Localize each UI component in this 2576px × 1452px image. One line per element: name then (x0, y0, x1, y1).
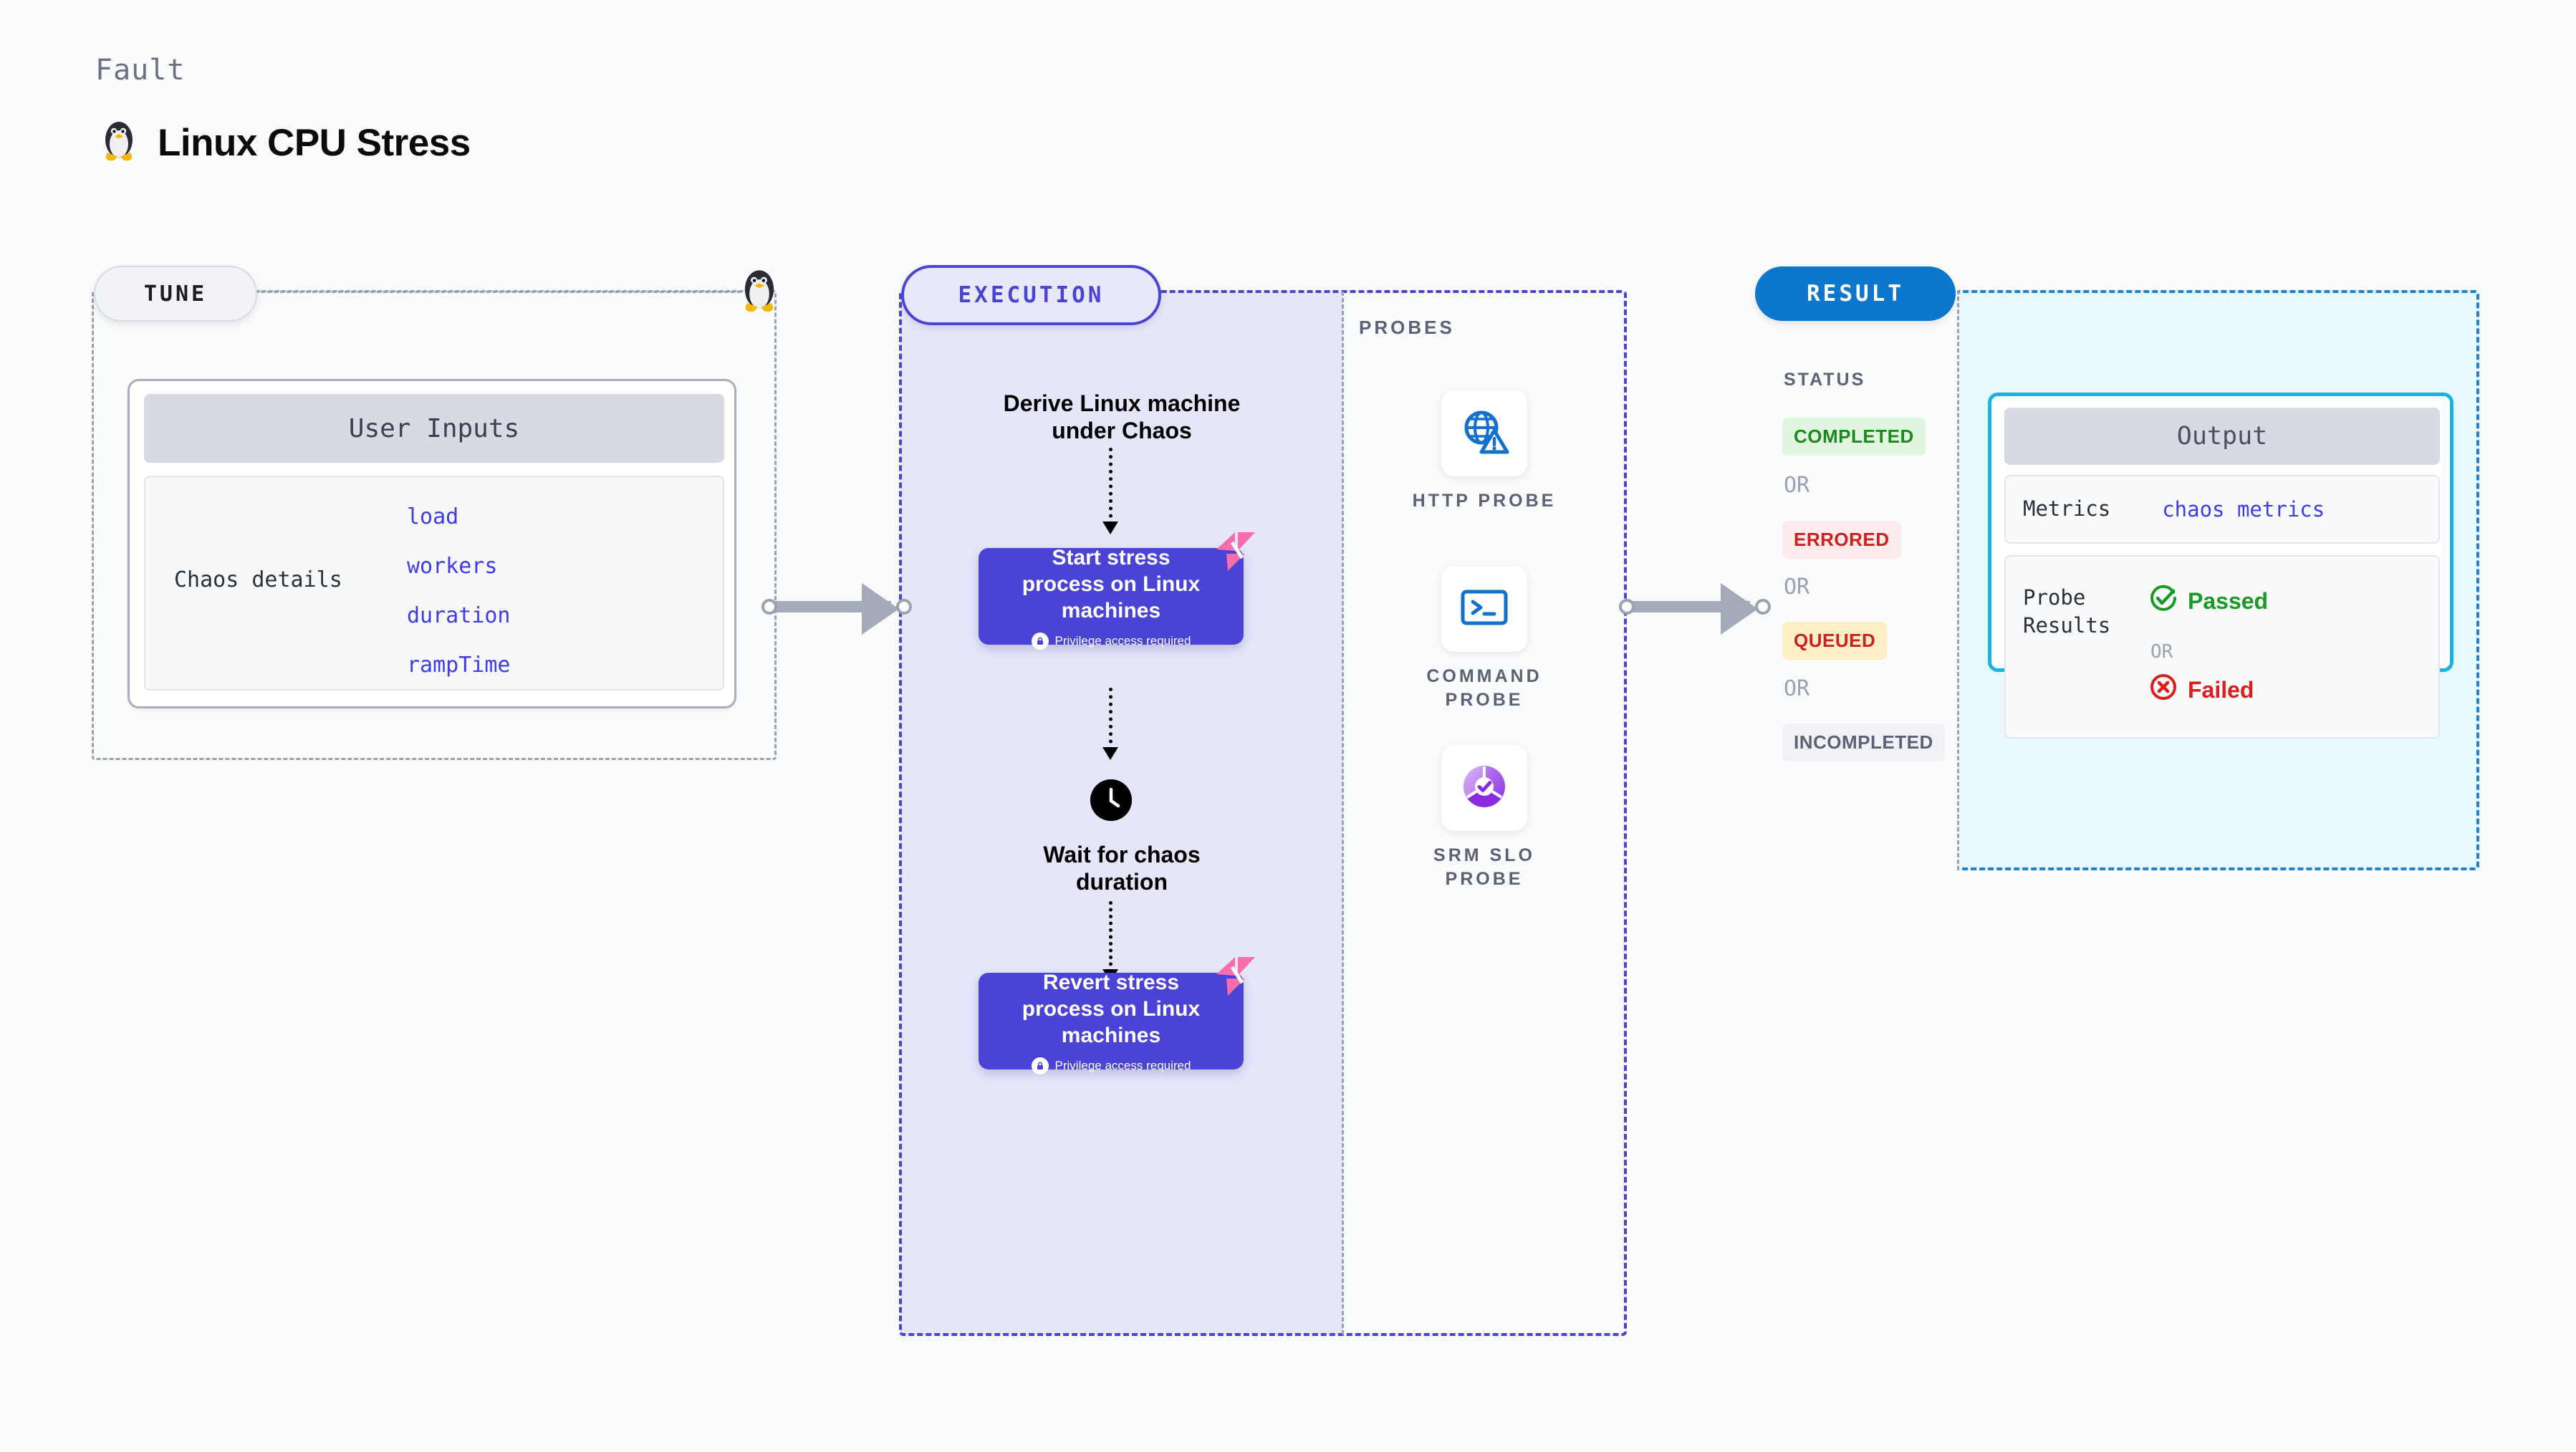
probe-tile-http (1441, 390, 1527, 476)
clock-icon (1090, 779, 1132, 821)
output-metrics-row: Metrics chaos metrics (2004, 475, 2440, 544)
start-line1: Start stress (1052, 545, 1171, 569)
status-label: STATUS (1784, 370, 1866, 390)
probe-item-http[interactable]: HTTP PROBE (1395, 390, 1574, 513)
harness-logo-icon (1211, 529, 1259, 574)
output-panel: Output Metrics chaos metrics Probe Resul… (1988, 393, 2454, 739)
connector-dot-left (1619, 599, 1635, 615)
probe-result-or: OR (2150, 641, 2173, 663)
probe-tile-srm-slo (1441, 745, 1527, 831)
execution-step-wait-label: Wait for chaos duration (989, 842, 1254, 896)
page-title-row: Linux CPU Stress (100, 118, 471, 168)
output-metrics-key: Metrics (2023, 496, 2111, 521)
check-circle-icon (2149, 584, 2178, 618)
x-circle-icon (2149, 673, 2178, 707)
output-probe-results-key: Probe Results (2023, 584, 2110, 640)
linux-penguin-icon (739, 266, 779, 315)
slo-donut-check-icon (1458, 761, 1510, 816)
page-title: Linux CPU Stress (158, 122, 471, 164)
chaos-param-list: load workers duration rampTime (407, 504, 511, 678)
probe-label-srm-line1: SRM SLO (1433, 845, 1535, 865)
probe-label-http-line1: HTTP PROBE (1412, 491, 1557, 511)
execution-action-revert-stress[interactable]: Revert stress process on Linux machines … (979, 957, 1255, 1075)
probe-item-command[interactable]: COMMAND PROBE (1395, 566, 1574, 711)
result-status-column (1752, 290, 1959, 870)
lock-icon (1031, 1057, 1049, 1075)
probe-failed-label: Failed (2188, 676, 2254, 703)
harness-logo-icon (1211, 954, 1259, 999)
status-badge-errored: ERRORED (1782, 521, 1901, 559)
chaos-details-label: Chaos details (174, 567, 342, 592)
chaos-param-load: load (407, 504, 459, 529)
execution-step-derive: Derive Linux machine under Chaos (989, 390, 1254, 445)
probe-label-command: COMMAND PROBE (1426, 665, 1542, 711)
probe-label-http: HTTP PROBE (1413, 489, 1557, 513)
connector-tune-to-execution (761, 583, 912, 635)
tune-top-dashed-line (254, 291, 741, 293)
probes-divider (1342, 292, 1344, 1335)
probe-label-command-line2: PROBE (1445, 689, 1524, 710)
revert-note-text: Privilege access required (1054, 1059, 1191, 1073)
status-or-3: OR (1784, 676, 1810, 701)
probe-key-line2: Results (2023, 613, 2111, 638)
revert-line3: machines (1061, 1024, 1161, 1048)
execution-action-revert-note: Privilege access required (1031, 1057, 1191, 1075)
user-inputs-header: User Inputs (144, 394, 724, 463)
status-badge-completed: COMPLETED (1782, 418, 1926, 456)
arrow-start-to-wait-head (1102, 747, 1118, 760)
execution-step-derive-line1: Derive Linux machine (1003, 390, 1241, 416)
arrow-start-to-wait (1109, 688, 1112, 751)
arrow-derive-to-start (1109, 448, 1112, 525)
user-inputs-card: User Inputs Chaos details load workers d… (128, 379, 736, 708)
probe-label-srm-slo: SRM SLO PROBE (1433, 844, 1535, 890)
output-metrics-value: chaos metrics (2162, 497, 2325, 521)
execution-action-start-title: Start stress process on Linux machines (1022, 544, 1200, 625)
start-note-text: Privilege access required (1054, 634, 1191, 648)
page-kicker: Fault (95, 54, 186, 87)
probe-key-line1: Probe (2023, 585, 2086, 610)
arrow-wait-to-revert (1109, 901, 1112, 973)
probe-result-failed: Failed (2149, 673, 2254, 707)
execution-action-revert-title: Revert stress process on Linux machines (1022, 969, 1200, 1049)
tune-stage-pill[interactable]: TUNE (94, 266, 257, 322)
probe-tile-command (1441, 566, 1527, 652)
connector-dot-left (761, 599, 777, 615)
status-or-2: OR (1784, 574, 1810, 600)
arrow-derive-to-start-head (1102, 521, 1118, 534)
probe-label-command-line1: COMMAND (1426, 666, 1542, 686)
execution-action-start-stress[interactable]: Start stress process on Linux machines P… (979, 532, 1255, 650)
status-badge-queued: QUEUED (1782, 622, 1888, 660)
lock-icon (1031, 633, 1049, 650)
start-line2: process on Linux (1022, 572, 1201, 596)
probes-section-label: PROBES (1359, 317, 1455, 338)
execution-stage-pill[interactable]: EXECUTION (901, 265, 1161, 325)
execution-section (899, 290, 1627, 1336)
probe-label-srm-line2: PROBE (1445, 868, 1524, 889)
execution-step-wait-line1: Wait for chaos (1043, 842, 1201, 867)
probe-result-passed: Passed (2149, 584, 2268, 618)
start-line3: machines (1061, 599, 1161, 623)
status-or-1: OR (1784, 473, 1810, 498)
status-badge-incompleted: INCOMPLETED (1782, 723, 1945, 761)
revert-line2: process on Linux (1022, 996, 1201, 1021)
chaos-param-workers: workers (407, 554, 498, 579)
globe-warning-icon (1458, 406, 1510, 461)
chaos-details-box: Chaos details load workers duration ramp… (144, 476, 724, 691)
revert-line1: Revert stress (1042, 970, 1180, 994)
output-probe-results-row: Probe Results Passed OR Failed (2004, 555, 2440, 739)
connector-dot-right (1755, 599, 1771, 615)
chaos-param-ramptime: rampTime (407, 653, 511, 678)
result-stage-pill[interactable]: RESULT (1755, 266, 1956, 321)
connector-dot-right (896, 599, 912, 615)
connector-execution-to-result (1619, 583, 1771, 635)
execution-action-start-note: Privilege access required (1031, 633, 1191, 650)
linux-penguin-icon (100, 118, 138, 168)
probe-item-srm-slo[interactable]: SRM SLO PROBE (1395, 745, 1574, 890)
execution-step-derive-line2: under Chaos (1052, 417, 1192, 443)
output-panel-header: Output (2004, 408, 2440, 465)
chaos-param-duration: duration (407, 603, 511, 628)
terminal-icon (1458, 586, 1510, 633)
probe-passed-label: Passed (2188, 587, 2269, 614)
execution-step-wait-line2: duration (1076, 868, 1168, 895)
